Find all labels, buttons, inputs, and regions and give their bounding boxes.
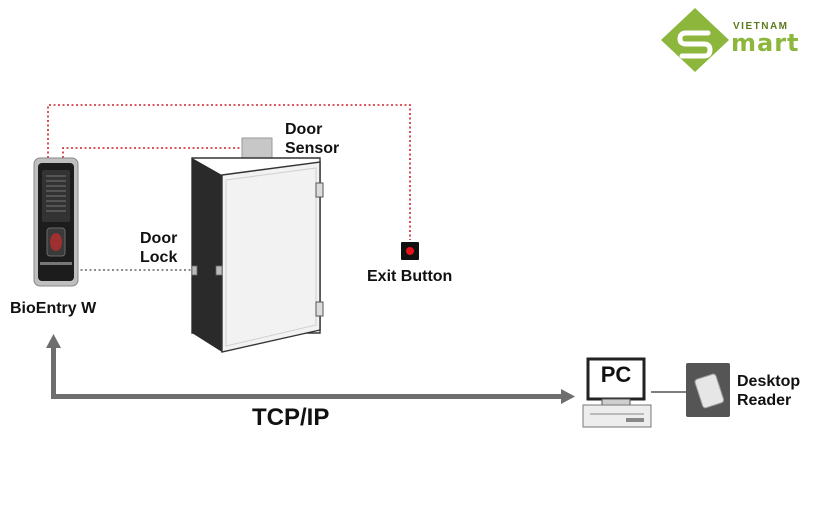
pc-device — [582, 357, 652, 428]
tcpip-label: TCP/IP — [252, 404, 330, 431]
desktop-reader-label: Desktop Reader — [737, 372, 800, 410]
tcpip-arrow — [46, 334, 575, 404]
door-lock-label: Door Lock — [140, 229, 177, 267]
door-sensor-label: Door Sensor — [285, 120, 339, 158]
exit-button-label: Exit Button — [367, 268, 453, 285]
desktop-reader-device — [686, 363, 730, 417]
bioentry-device — [33, 157, 79, 287]
desktop-reader-label-line2: Reader — [737, 392, 792, 409]
door-lock-label-line2: Lock — [140, 249, 178, 266]
door-lock-label-line1: Door — [140, 230, 178, 247]
exit-button-device — [401, 242, 419, 260]
logo-main-text: mart — [731, 29, 800, 57]
wiring-lines — [47, 104, 411, 240]
bioentry-label: BioEntry W — [10, 300, 97, 317]
door-illustration — [191, 157, 324, 353]
pc-label: PC — [600, 362, 632, 387]
logo-mark — [661, 8, 729, 72]
desktop-reader-label-line1: Desktop — [737, 373, 801, 390]
door-sensor-device — [241, 137, 273, 159]
logo-top-text: VIETNAM — [733, 21, 789, 32]
door-sensor-label-line1: Door — [285, 121, 323, 138]
door-sensor-label-line2: Sensor — [285, 140, 340, 157]
